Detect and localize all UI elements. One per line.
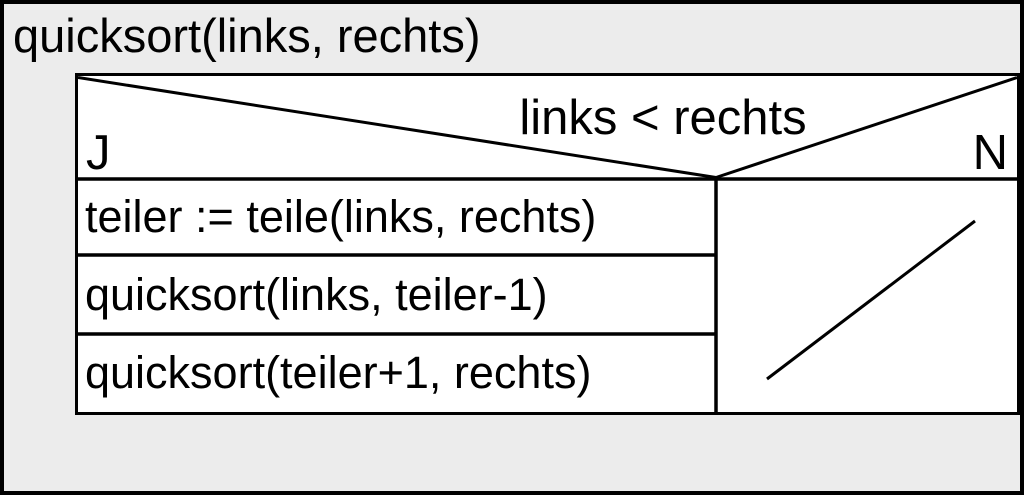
statement-row-3: quicksort(teiler+1, rechts) [85,346,592,398]
structogram-box: links < rechts J N teiler := teile(links… [75,73,1020,415]
statement-row-1: teiler := teile(links, rechts) [85,191,597,242]
function-title: quicksort(links, rechts) [13,9,481,62]
structogram-lines [78,76,1017,412]
condition-diagonal-right [715,76,1017,179]
true-branch-label: J [86,126,111,180]
empty-branch-slash-icon [766,219,976,381]
statement-row-2: quicksort(links, teiler-1) [85,268,548,320]
condition-diagonal-left [78,76,717,179]
condition-label: links < rechts [519,91,807,145]
false-branch-label: N [972,126,1008,180]
